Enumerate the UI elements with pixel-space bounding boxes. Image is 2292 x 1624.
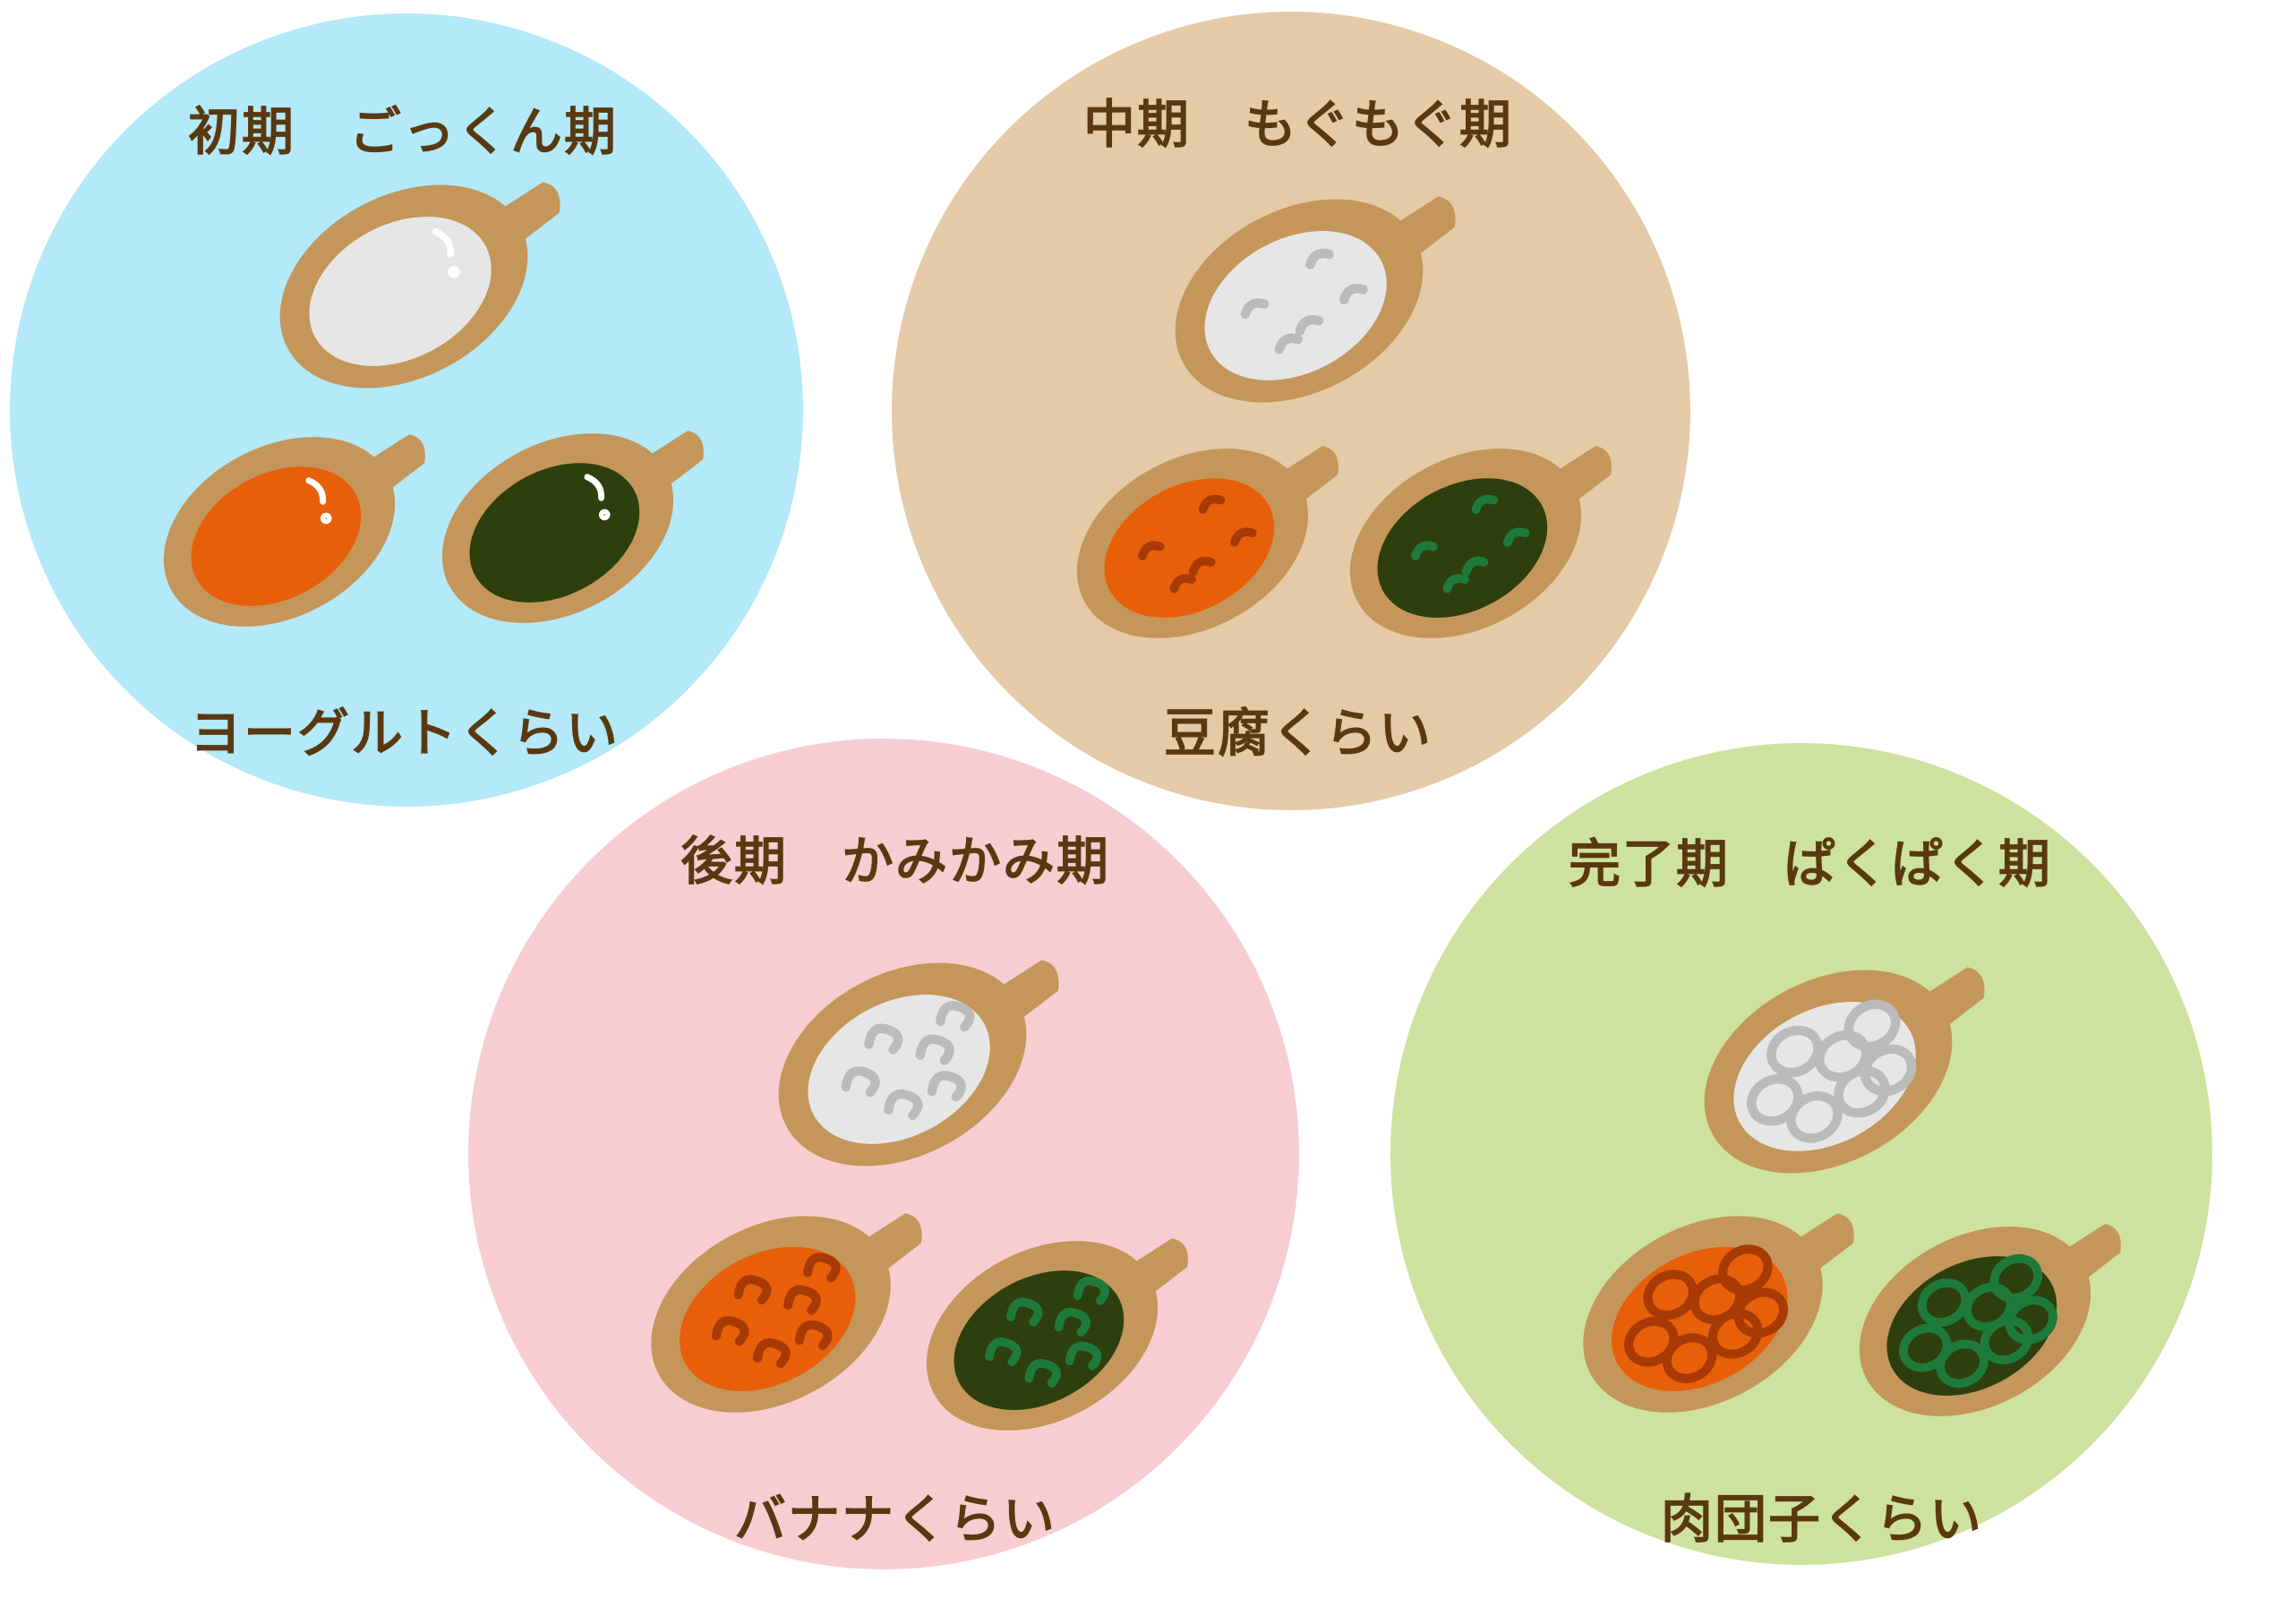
spinach-food (954, 1270, 1125, 1410)
stage4-texture: 肉団子くらい (1660, 1489, 1984, 1550)
spoon-spinach-stage2 (1349, 446, 1612, 638)
spinach-texture (985, 1276, 1110, 1388)
stage2-texture: 豆腐くらい (1163, 703, 1433, 764)
carrot-texture (711, 1252, 841, 1368)
carrot-texture (1138, 494, 1257, 594)
stage4-title: 完了期 ぱくぱく期 (1568, 833, 2053, 894)
spoon-rice-stage3 (778, 960, 1059, 1167)
stage2-circle (892, 12, 1690, 810)
spoon-spinach-stage4 (1859, 1224, 2121, 1416)
stage1-title: 初期 ごっくん期 (187, 101, 619, 162)
rice-texture (432, 227, 460, 278)
spoon-carrot-stage2 (1076, 446, 1338, 638)
spinach-texture (1411, 494, 1530, 594)
spoon-rice-stage1 (279, 182, 560, 389)
rice-food (309, 217, 492, 366)
spoon-rice-stage4 (1704, 967, 1985, 1174)
stage2-title: 中期 もぐもぐ期 (1082, 94, 1514, 155)
spinach-texture (584, 474, 611, 521)
spoon-carrot-stage4 (1583, 1213, 1854, 1413)
stage3-title: 後期 かみかみ期 (680, 831, 1111, 892)
rice-food (1204, 231, 1387, 380)
stage1-texture: ヨーグルトくらい (189, 703, 620, 764)
rice-food (808, 995, 990, 1144)
spoon-spinach-stage1 (441, 431, 704, 623)
carrot-food (1104, 478, 1275, 618)
rice-texture (1240, 248, 1368, 355)
spinach-food (469, 463, 640, 603)
spinach-food (1377, 478, 1548, 618)
spoon-rice-stage2 (1175, 196, 1456, 403)
carrot-food (679, 1246, 856, 1391)
carrot-food (191, 466, 362, 606)
carrot-texture (1624, 1244, 1789, 1383)
carrot-texture (305, 477, 332, 525)
rice-texture (1747, 999, 1917, 1143)
stage3-texture: バナナくらい (733, 1489, 1057, 1550)
spinach-texture (1899, 1253, 2057, 1389)
spoon-spinach-stage3 (926, 1238, 1188, 1431)
spoon-carrot-stage3 (651, 1213, 922, 1413)
stage1-circle (10, 13, 803, 807)
spoon-carrot-stage1 (163, 434, 425, 627)
rice-texture (841, 1001, 975, 1120)
